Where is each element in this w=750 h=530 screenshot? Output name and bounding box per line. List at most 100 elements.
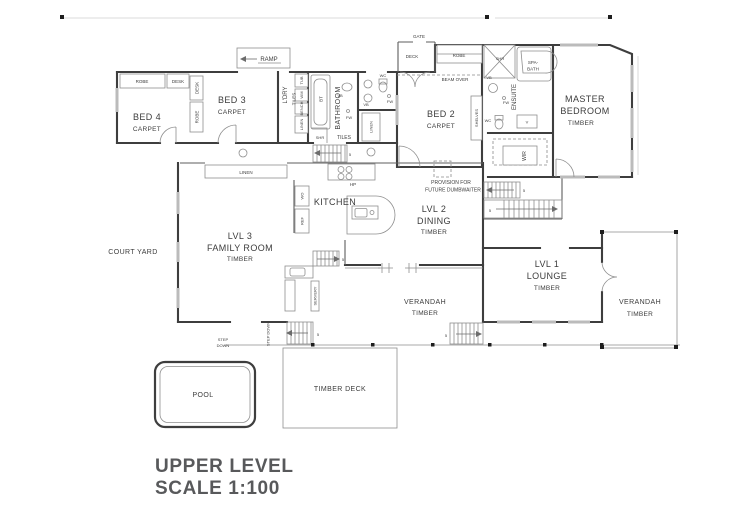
bathroom-label: BATHROOM: [335, 86, 342, 129]
ceiling-marker: [366, 147, 376, 157]
fw-label: FW: [503, 100, 509, 105]
dumbwaiter-note-1: PROVISION FOR: [431, 180, 471, 186]
family-level: LVL 3: [228, 231, 253, 241]
linen-label: LINEN: [369, 121, 374, 133]
servery-bench: SERVERY: [284, 265, 320, 312]
desk-label: DESK: [195, 82, 200, 94]
master-label-2: BEDROOM: [560, 106, 609, 116]
wc-label: WC: [485, 118, 492, 123]
gate-label: GATE: [413, 34, 425, 39]
sheet-title: UPPER LEVEL: [155, 456, 294, 477]
room-labels: BED 4 CARPET BED 3 CARPET BED 2 CARPET M…: [108, 94, 661, 318]
riser-count: 5: [349, 152, 352, 157]
stair-family-down: 5: [286, 321, 320, 345]
deck-label: DECK: [406, 54, 419, 59]
vb-label: VB: [363, 102, 369, 107]
door-swings: [159, 71, 618, 293]
ramp-label: RAMP: [260, 57, 277, 63]
tiles-label: TILES: [337, 135, 352, 141]
tiles-label: TILES: [292, 93, 297, 106]
beam-over-label: BEAM OVER: [442, 77, 470, 82]
step-label: STEP: [218, 337, 229, 342]
bed2-label: BED 2: [427, 109, 455, 119]
desk-label: DESK: [172, 79, 184, 84]
bed2-joinery: ROBE BEAM OVER SHELVES: [397, 44, 483, 141]
riser-count: 5: [342, 257, 345, 262]
timber-deck-label: TIMBER DECK: [314, 386, 366, 393]
dining-finish: TIMBER: [421, 229, 447, 236]
master-finish: TIMBER: [568, 120, 594, 127]
vanity-label: V: [526, 120, 529, 125]
ensuite-fixtures: SHR SPA- BATH VB FW WC ENSUITE V: [483, 44, 558, 130]
tub-label: TUB: [299, 76, 304, 84]
dumbwaiter-provision: PROVISION FOR FUTURE DUMBWAITER: [425, 160, 481, 194]
fw-label: FW: [387, 99, 393, 104]
laundry-label: L'DRY: [283, 86, 289, 103]
oven-label: WO: [300, 193, 305, 200]
bathroom-fixtures: BT BATHROOM VB FW SHR TILES: [310, 74, 353, 143]
riser-count: 5: [523, 188, 526, 193]
verandah-right-finish: TIMBER: [627, 311, 653, 318]
hotplate-label: HP: [350, 182, 356, 187]
sheet-scale: SCALE 1:100: [155, 478, 280, 499]
riser-count: 5: [445, 333, 448, 338]
robe-label: ROBE: [453, 53, 466, 58]
timber-deck: TIMBER DECK: [282, 347, 398, 429]
down-label: DOWN: [217, 343, 230, 348]
pool: POOL: [153, 360, 257, 429]
wm-label: WM: [299, 91, 304, 98]
site-post: [60, 15, 64, 19]
dining-level: LVL 2: [422, 204, 447, 214]
family-label: FAMILY ROOM: [207, 243, 273, 253]
step-down-notes: STEP DOWN STEP DOWN: [217, 322, 271, 348]
spa-bath-label-1: SPA-: [528, 60, 539, 65]
entry-deck: GATE DECK: [397, 34, 436, 72]
entry-ramp: RAMP: [236, 47, 291, 69]
vb-label: VB: [486, 75, 492, 80]
robe-label: ROBE: [136, 79, 149, 84]
bed4-finish: CARPET: [133, 126, 161, 133]
bed2-finish: CARPET: [427, 123, 455, 130]
step-down-label: STEP DOWN: [266, 322, 271, 346]
title-block: UPPER LEVEL SCALE 1:100: [155, 456, 294, 499]
ensuite-label: ENSUITE: [512, 84, 518, 110]
hall-linen: LINEN: [204, 164, 288, 179]
lounge-label: LOUNGE: [527, 271, 567, 281]
windows: [115, 43, 634, 324]
shelves-label: SHELVES: [474, 109, 479, 127]
fridge-label: REF: [300, 216, 305, 225]
wir-label: WIR: [522, 151, 528, 161]
courtyard-label: COURT YARD: [108, 249, 157, 256]
bench-label: BENCH: [299, 101, 304, 115]
shr-label: SHR: [316, 135, 325, 140]
site-post: [608, 15, 612, 19]
vb-label: VB: [337, 93, 343, 98]
linen-label: LINEN: [239, 170, 252, 175]
laundry-fixtures: TUB WM BENCH LINEN L'DRY TILES: [283, 73, 309, 134]
stair-central-upper: 5: [483, 181, 526, 199]
walk-in-robe: WIR: [492, 138, 548, 166]
lounge-finish: TIMBER: [534, 285, 560, 292]
eave-lines: [60, 15, 639, 175]
fw-label: FW: [346, 115, 352, 120]
bed4-label: BED 4: [133, 112, 161, 122]
family-finish: TIMBER: [227, 256, 253, 263]
verandah-mid-finish: TIMBER: [412, 310, 438, 317]
linen-label: LINEN: [299, 118, 304, 130]
stair-central-lower: 5: [483, 199, 563, 219]
dumbwaiter-note-2: FUTURE DUMBWAITER: [425, 188, 481, 194]
robe-label: ROBE: [195, 111, 200, 124]
bedroom-joinery: ROBE DESK DESK ROBE: [119, 73, 204, 133]
right-verandah: [600, 230, 678, 349]
riser-count: 5: [489, 208, 492, 213]
ceiling-marker: [238, 148, 248, 158]
stair-hall: 5: [312, 144, 352, 163]
site-post: [485, 15, 489, 19]
lounge-level: LVL 1: [535, 259, 560, 269]
verandah-right-label: VERANDAH: [619, 299, 661, 306]
servery-label: SERVERY: [313, 286, 318, 305]
shr-label: SHR: [496, 56, 505, 61]
bed3-label: BED 3: [218, 95, 246, 105]
